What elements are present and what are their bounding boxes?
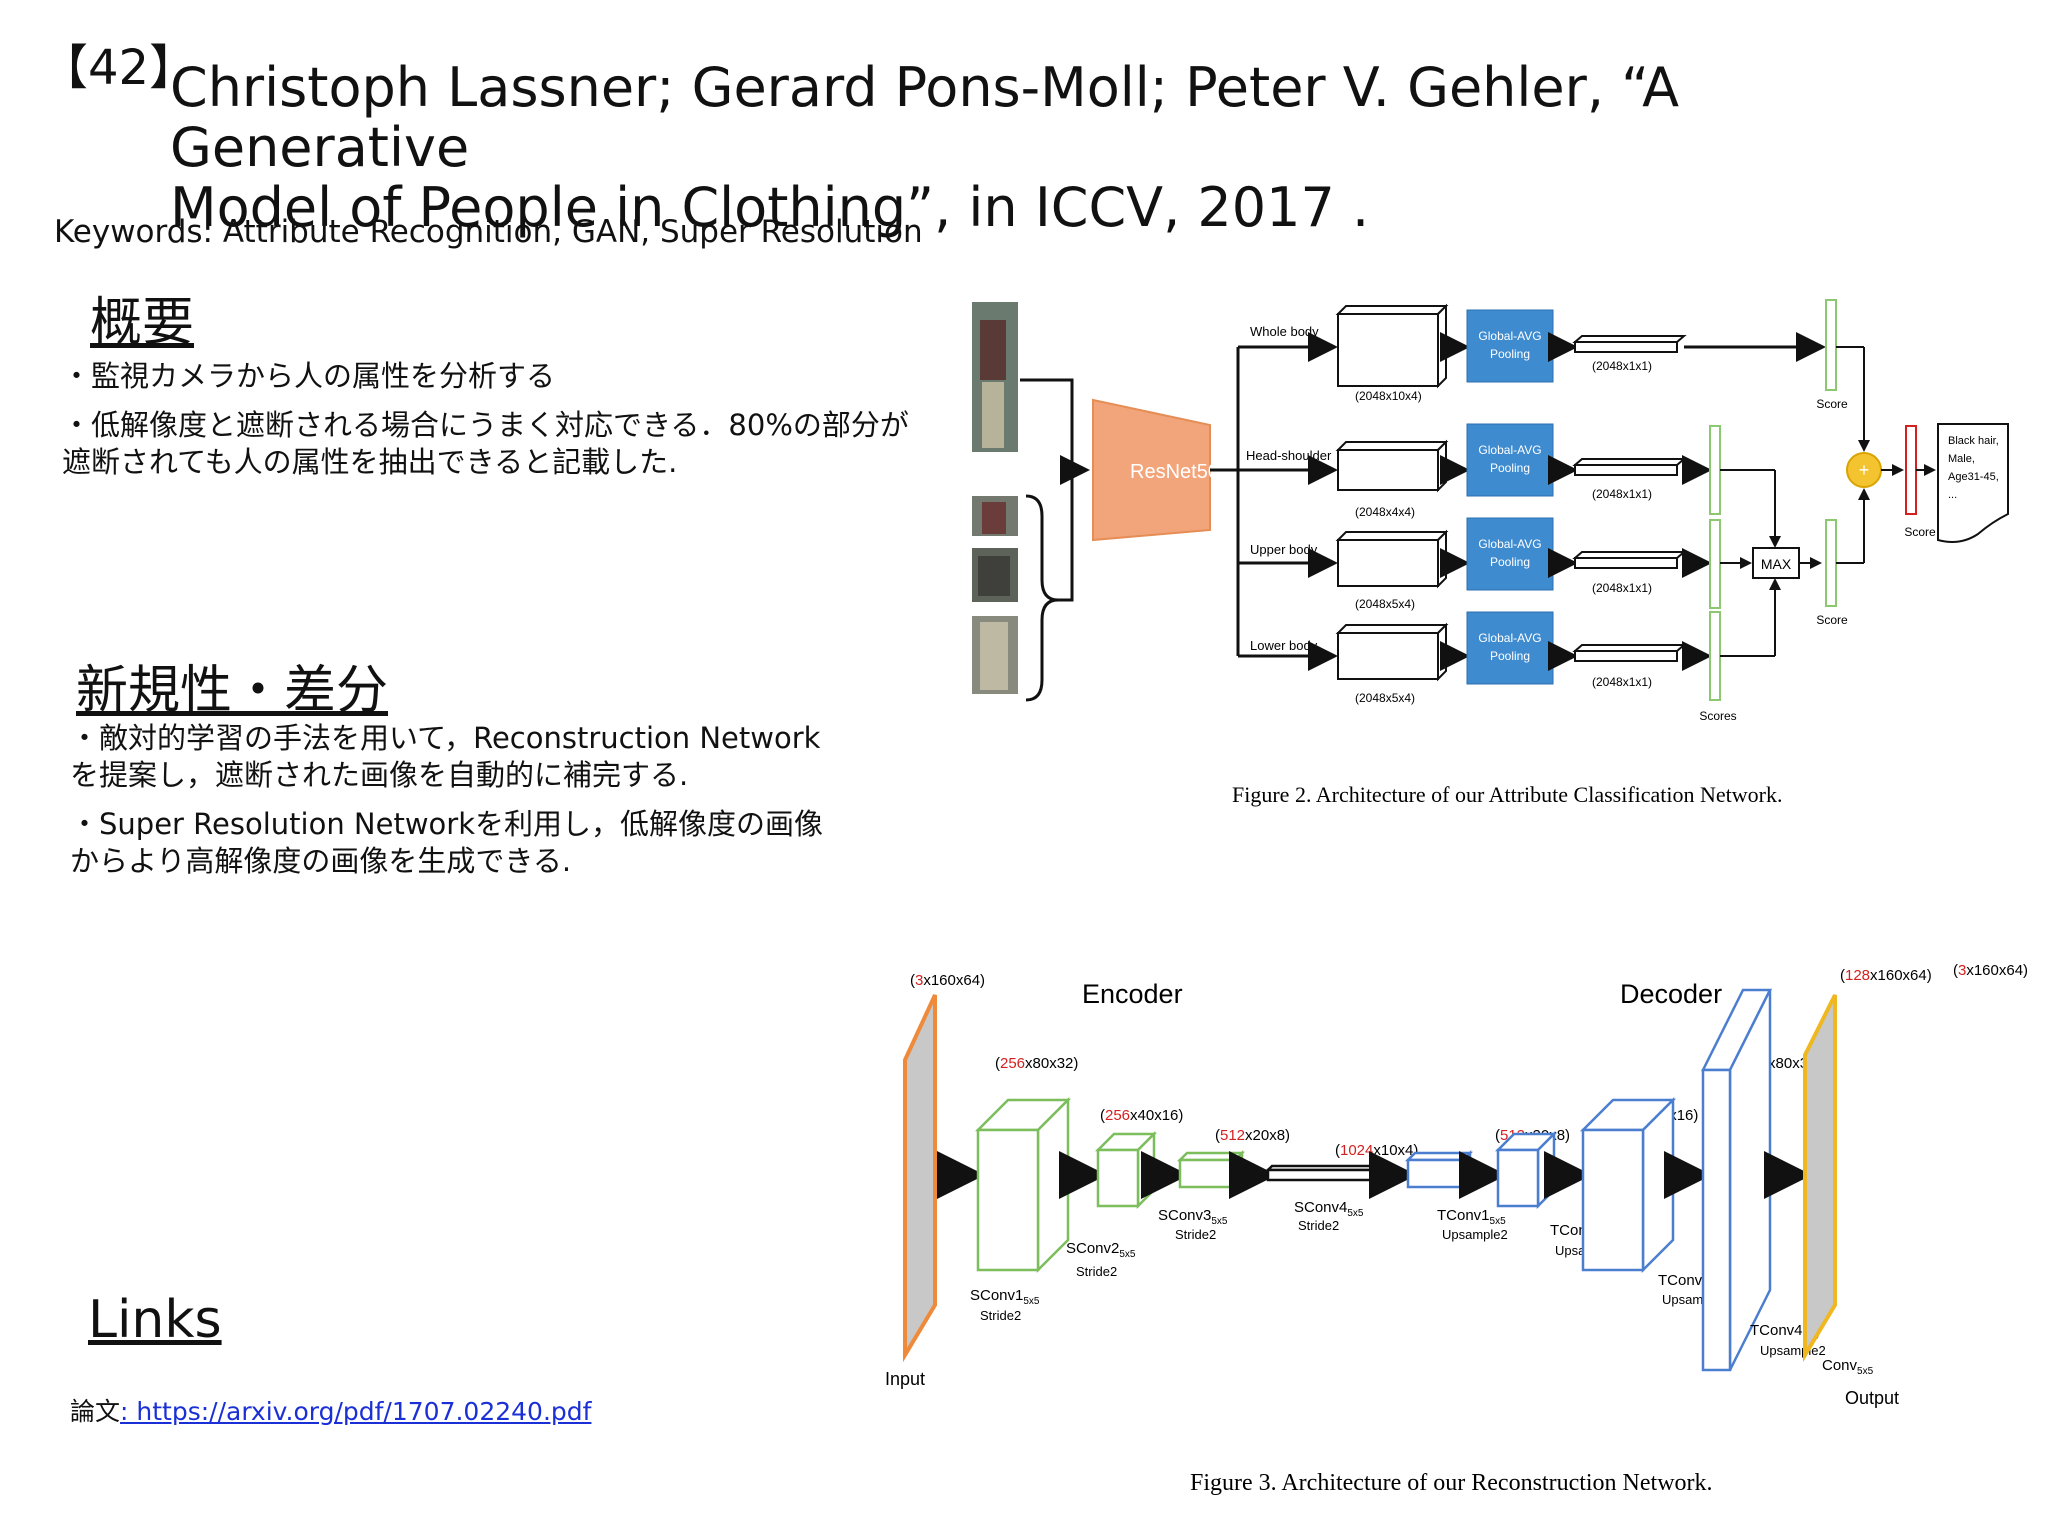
figure3-diagram: Encoder Decoder (3x160x64) (256x80x32) (… (885, 962, 2028, 1496)
layer-sconv3-extra: Stride2 (1175, 1227, 1216, 1242)
output-line-1: Black hair, (1948, 435, 1999, 447)
layer-sconv3: SConv35x5 (1158, 1207, 1228, 1227)
scores-label: Scores (1699, 709, 1736, 723)
sconv1-block (974, 1096, 1072, 1274)
pool-dims: (2048x1x1) (1592, 359, 1652, 373)
dim-sconv1: (256x80x32) (995, 1055, 1078, 1072)
output-line-4: ... (1948, 489, 1957, 501)
overview-bullet-2: ・低解像度と遮断される場合にうまく対応できる．80%の部分が遮断されても人の属性… (62, 408, 909, 479)
pool-label-2: Pooling (1490, 555, 1530, 569)
pool-label-1: Global-AVG (1478, 329, 1541, 343)
tconv1-block (1404, 1149, 1474, 1191)
input-label: Input (885, 1369, 925, 1389)
resnet50-label: ResNet50 (1130, 461, 1219, 483)
tconv4-block (1700, 988, 1773, 1372)
pool-dims: (2048x1x1) (1592, 581, 1652, 595)
max-label: MAX (1761, 556, 1792, 572)
sum-symbol: + (1859, 460, 1870, 480)
encoder-label: Encoder (1082, 979, 1183, 1009)
pool-label-2: Pooling (1490, 347, 1530, 361)
slide-number: 【42】 (40, 40, 198, 96)
sconv3-block (1176, 1149, 1246, 1191)
final-score-label: Score (1904, 525, 1936, 539)
feature-dims: (2048x4x4) (1355, 505, 1415, 519)
person-crop-images (972, 302, 1018, 694)
pool-label-1: Global-AVG (1478, 631, 1541, 645)
paper-title: Christoph Lassner; Gerard Pons-Moll; Pet… (170, 58, 1930, 238)
pool-dims: (2048x1x1) (1592, 675, 1652, 689)
branch-whole-body: Whole body (2048x10x4) Global-AVG Poolin… (1238, 299, 1848, 411)
title-line-1: Christoph Lassner; Gerard Pons-Moll; Pet… (170, 56, 1680, 179)
output-line-2: Male, (1948, 453, 1975, 465)
tconv2-block (1494, 1130, 1558, 1210)
branch-label: Whole body (1250, 324, 1319, 339)
layer-sconv2-extra: Stride2 (1076, 1264, 1117, 1279)
overview-heading: 概要 (90, 293, 195, 353)
dim-sconv3: (512x20x8) (1215, 1127, 1290, 1144)
score-label: Score (1816, 397, 1848, 411)
layer-sconv2: SConv25x5 (1066, 1240, 1136, 1260)
feature-dims: (2048x5x4) (1355, 597, 1415, 611)
score-label-2: Score (1816, 613, 1848, 627)
layer-sconv1-extra: Stride2 (980, 1308, 1021, 1323)
output-slab (1803, 994, 1837, 1363)
final-score-bar (1905, 425, 1917, 515)
dim-tconv4: (128x160x64) (1840, 967, 1932, 984)
sconv4-block (1264, 1164, 1388, 1182)
novelty-body: ・敵対的学習の手法を用いて，Reconstruction Networkを提案し… (70, 720, 840, 892)
pool-label-2: Pooling (1490, 649, 1530, 663)
figure2-caption: Figure 2. Architecture of our Attribute … (1232, 782, 1782, 807)
dim-output: (3x160x64) (1953, 962, 2028, 979)
input-slab (903, 994, 937, 1363)
branch-label: Head-shoulder (1246, 448, 1332, 463)
figure2-diagram: ResNet50 Whole body (2048x10x4) Global-A… (972, 299, 2009, 807)
layer-tconv1-extra: Upsample2 (1442, 1227, 1508, 1242)
dim-sconv4: (1024x10x4) (1335, 1142, 1418, 1159)
pool-label-1: Global-AVG (1478, 443, 1541, 457)
novelty-heading: 新規性・差分 (76, 661, 389, 721)
dim-sconv2: (256x40x16) (1100, 1107, 1183, 1124)
paper-label: 論文 (70, 1397, 121, 1426)
layer-conv: Conv5x5 (1822, 1357, 1874, 1377)
paper-link-row: 論文: https://arxiv.org/pdf/1707.02240.pdf (70, 1392, 591, 1428)
output-line-3: Age31-45, (1948, 471, 1999, 483)
novelty-bullet-1: ・敵対的学習の手法を用いて，Reconstruction Networkを提案し… (70, 721, 821, 792)
layer-tconv4-extra: Upsample2 (1760, 1343, 1826, 1358)
pool-dims: (2048x1x1) (1592, 487, 1652, 501)
resnet50-block (1092, 398, 1211, 542)
layer-sconv4-extra: Stride2 (1298, 1218, 1339, 1233)
layer-sconv1: SConv15x5 (970, 1287, 1040, 1307)
branch-lower-body: Lower body (2048x5x4) Global-AVG Pooling… (1236, 611, 1737, 723)
dim-input: (3x160x64) (910, 972, 985, 989)
output-label: Output (1845, 1388, 1899, 1408)
layer-tconv1: TConv15x5 (1437, 1207, 1506, 1227)
keywords: Keywords: Attribute Recognition, GAN, Su… (54, 214, 923, 250)
branch-label: Upper body (1250, 542, 1318, 557)
tconv3-block (1579, 1096, 1677, 1274)
pool-label-2: Pooling (1490, 461, 1530, 475)
overview-bullet-1: ・監視カメラから人の属性を分析する (62, 359, 556, 393)
decoder-label: Decoder (1620, 979, 1722, 1009)
overview-body: ・監視カメラから人の属性を分析する ・低解像度と遮断される場合にうまく対応できる… (62, 358, 912, 493)
feature-dims: (2048x5x4) (1355, 691, 1415, 705)
branch-head-shoulder: Head-shoulder (2048x4x4) Global-AVG Pool… (1238, 423, 1721, 519)
output-document (1937, 423, 2009, 543)
paper-link[interactable]: : https://arxiv.org/pdf/1707.02240.pdf (120, 1397, 592, 1426)
novelty-bullet-2: ・Super Resolution Networkを利用し，低解像度の画像からよ… (70, 807, 824, 878)
figure3-caption: Figure 3. Architecture of our Reconstruc… (1190, 1470, 1713, 1496)
title-line-2: Model of People in Clothing”, in ICCV, 2… (170, 176, 1370, 239)
links-heading: Links (88, 1290, 222, 1350)
pool-label-1: Global-AVG (1478, 537, 1541, 551)
feature-dims: (2048x10x4) (1355, 389, 1422, 403)
layer-sconv4: SConv45x5 (1294, 1199, 1364, 1219)
branch-label: Lower body (1250, 638, 1318, 653)
branch-upper-body: Upper body (2048x5x4) Global-AVG Pooling… (1238, 517, 1721, 611)
sconv2-block (1094, 1130, 1158, 1210)
